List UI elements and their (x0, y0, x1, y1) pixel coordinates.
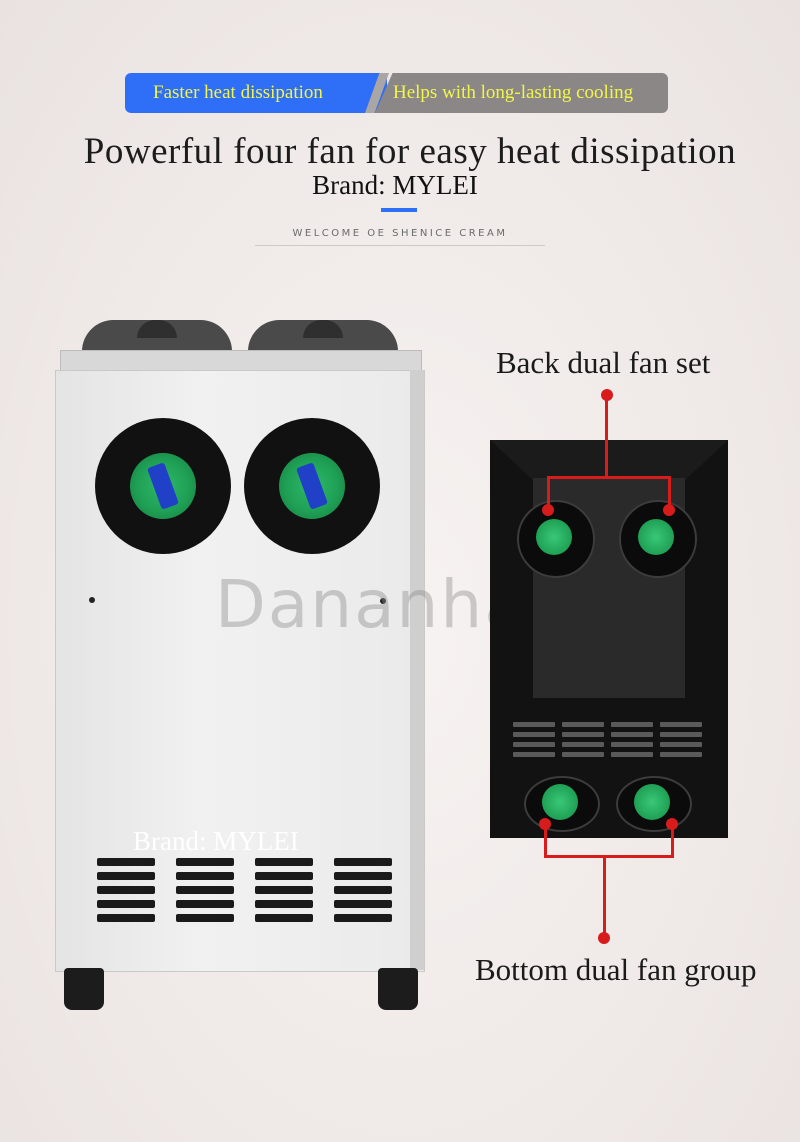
back-panel-bevel (490, 440, 728, 480)
feature-banner: Faster heat dissipation Helps with long-… (125, 73, 668, 113)
fan-icon (517, 500, 595, 578)
callout-line (544, 855, 674, 858)
banner-right-segment (375, 73, 668, 113)
machine-leg-left (64, 968, 104, 1010)
banner-left-text: Faster heat dissipation (153, 82, 323, 103)
screw-icon (89, 597, 95, 603)
callout-dot (598, 932, 610, 944)
callout-dot (542, 504, 554, 516)
top-knob-right (303, 320, 343, 338)
banner-right-text: Helps with long-lasting cooling (393, 82, 634, 103)
fan-hub-icon (542, 784, 578, 820)
top-knob-left (137, 320, 177, 338)
callout-line (668, 476, 671, 510)
machine-brand-label: Brand: MYLEI (133, 826, 299, 856)
watermark: Dananhai (215, 566, 547, 643)
callout-line (605, 395, 608, 477)
machine-leg-right (378, 968, 418, 1010)
welcome-tagline: WELCOME OE SHENICE CREAM (292, 228, 508, 239)
bottom-fan-label: Bottom dual fan group (475, 952, 757, 987)
fan-hub-icon (634, 784, 670, 820)
fan-hub-icon (536, 519, 572, 555)
tagline-underline (255, 245, 545, 246)
callout-line (544, 824, 547, 857)
callout-line (547, 476, 671, 479)
callout-line (547, 476, 550, 510)
back-fan-label: Back dual fan set (496, 345, 711, 380)
accent-divider (381, 208, 417, 212)
headline: Powerful four fan for easy heat dissipat… (83, 131, 737, 172)
screw-icon (380, 598, 386, 604)
banner-left-segment (125, 73, 387, 113)
machine-side-panel (410, 370, 424, 970)
callout-dot (663, 504, 675, 516)
callout-line (671, 824, 674, 857)
callout-line (603, 855, 606, 935)
brand-line: Brand: MYLEI (312, 170, 478, 200)
fan-hub-icon (638, 519, 674, 555)
